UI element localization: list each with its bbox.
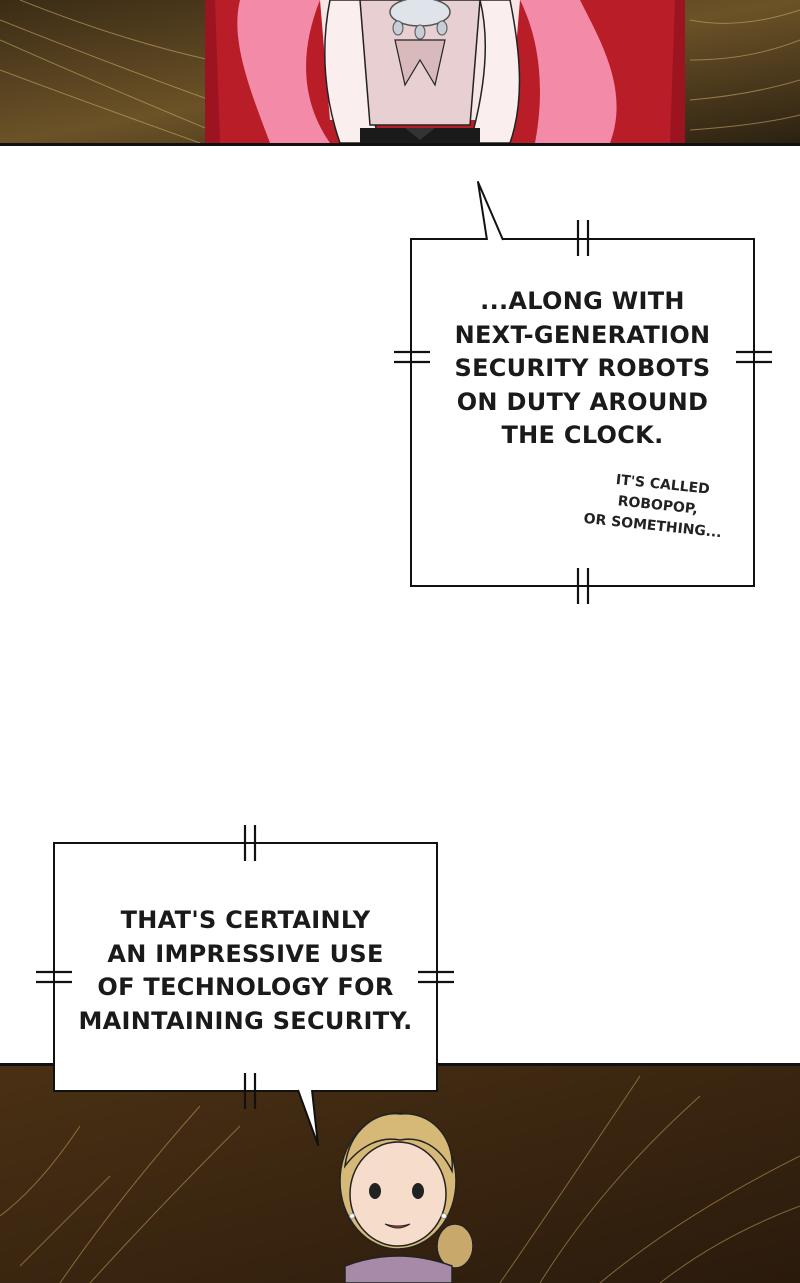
caption-line: OF TECHNOLOGY FOR — [97, 973, 394, 1001]
bottom-comic-panel — [0, 1063, 800, 1283]
caption-main-text: THAT'S CERTAINLY AN IMPRESSIVE USE OF TE… — [55, 904, 436, 1038]
caption-line: AN IMPRESSIVE USE — [107, 939, 384, 968]
caption-line: THAT'S CERTAINLY — [120, 906, 371, 934]
caption-box-robots: ...ALONG WITH NEXT-GENERATION SECURITY R… — [410, 238, 755, 587]
caption-line: MAINTAINING SECURITY. — [78, 1006, 413, 1035]
top-panel-artwork — [0, 0, 800, 143]
bottom-panel-artwork — [0, 1066, 800, 1283]
caption-line: SECURITY ROBOTS — [454, 354, 711, 382]
caption-line: THE CLOCK. — [501, 421, 664, 449]
caption-line: ...ALONG WITH — [480, 287, 685, 315]
caption-box-technology: THAT'S CERTAINLY AN IMPRESSIVE USE OF TE… — [53, 842, 438, 1092]
caption-line: NEXT-GENERATION — [454, 320, 711, 349]
caption-main-text: ...ALONG WITH NEXT-GENERATION SECURITY R… — [412, 285, 753, 453]
caption-line: ON DUTY AROUND — [456, 387, 709, 416]
caption-aside-text: IT'S CALLED ROBOPOP, OR SOMETHING... — [583, 470, 727, 544]
top-comic-panel — [0, 0, 800, 146]
